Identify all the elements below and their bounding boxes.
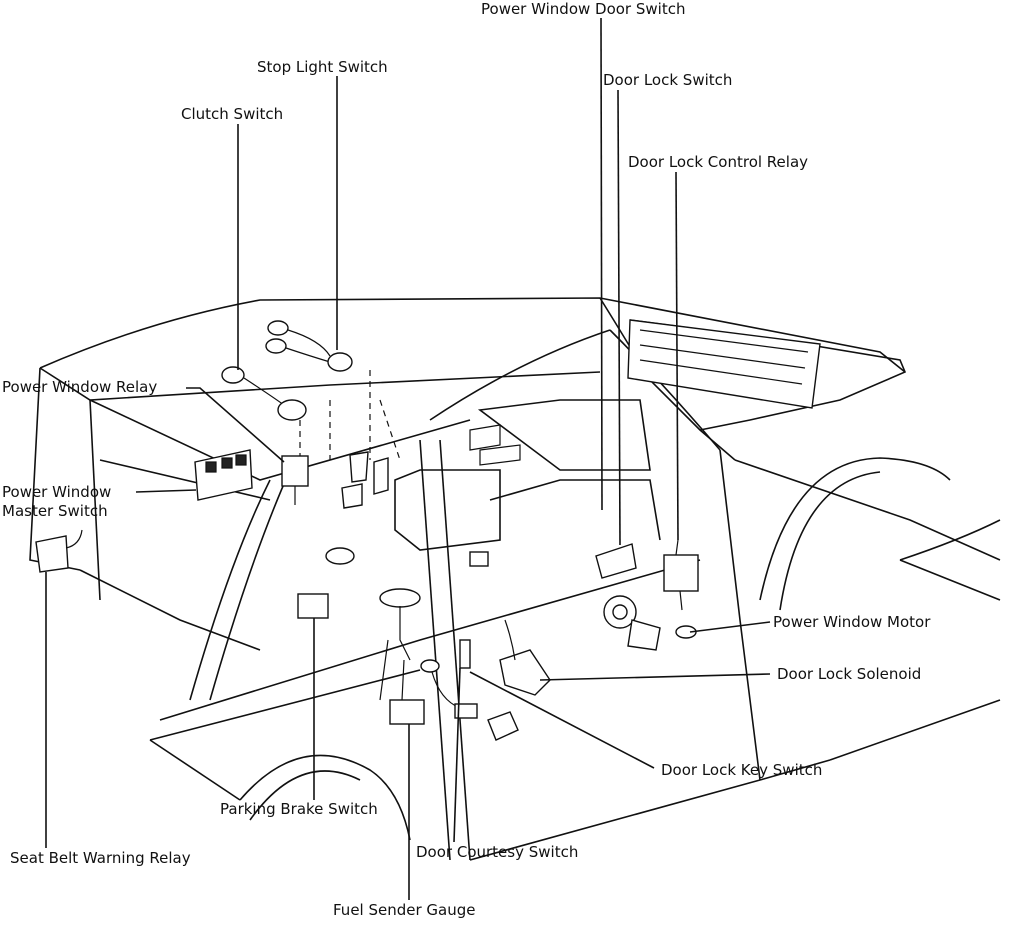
leader-power-window-motor [689,621,771,633]
car-body [29,297,1001,861]
label-door-lock-solenoid: Door Lock Solenoid [777,665,921,683]
label-power-window-master-switch-line2: Master Switch [2,502,108,520]
label-power-window-motor: Power Window Motor [773,613,931,631]
label-door-courtesy-switch: Door Courtesy Switch [416,843,578,861]
label-door-lock-switch: Door Lock Switch [603,71,732,89]
label-fuel-sender-gauge: Fuel Sender Gauge [333,901,476,919]
leader-power-window-door-switch [600,17,603,511]
label-door-lock-control-relay: Door Lock Control Relay [628,153,808,171]
leader-door-courtesy-switch [453,667,461,843]
label-power-window-relay: Power Window Relay [2,378,157,396]
leader-door-lock-key-switch [469,671,655,769]
label-power-window-door-switch: Power Window Door Switch [481,0,685,18]
callout-labels: Power Window Door Switch Stop Light Swit… [2,0,931,919]
leader-lines [45,17,771,900]
leader-power-window-relay [186,387,285,463]
label-power-window-master-switch-line1: Power Window [2,483,111,501]
leader-power-window-master-switch [135,489,197,493]
label-stop-light-switch: Stop Light Switch [257,58,388,76]
label-seat-belt-warning-relay: Seat Belt Warning Relay [10,849,191,867]
leader-door-lock-solenoid [539,673,771,681]
leader-door-lock-control-relay [675,171,679,541]
leader-door-lock-switch [617,89,621,546]
components [35,319,821,741]
label-parking-brake-switch: Parking Brake Switch [220,800,378,818]
label-clutch-switch: Clutch Switch [181,105,283,123]
label-door-lock-key-switch: Door Lock Key Switch [661,761,822,779]
